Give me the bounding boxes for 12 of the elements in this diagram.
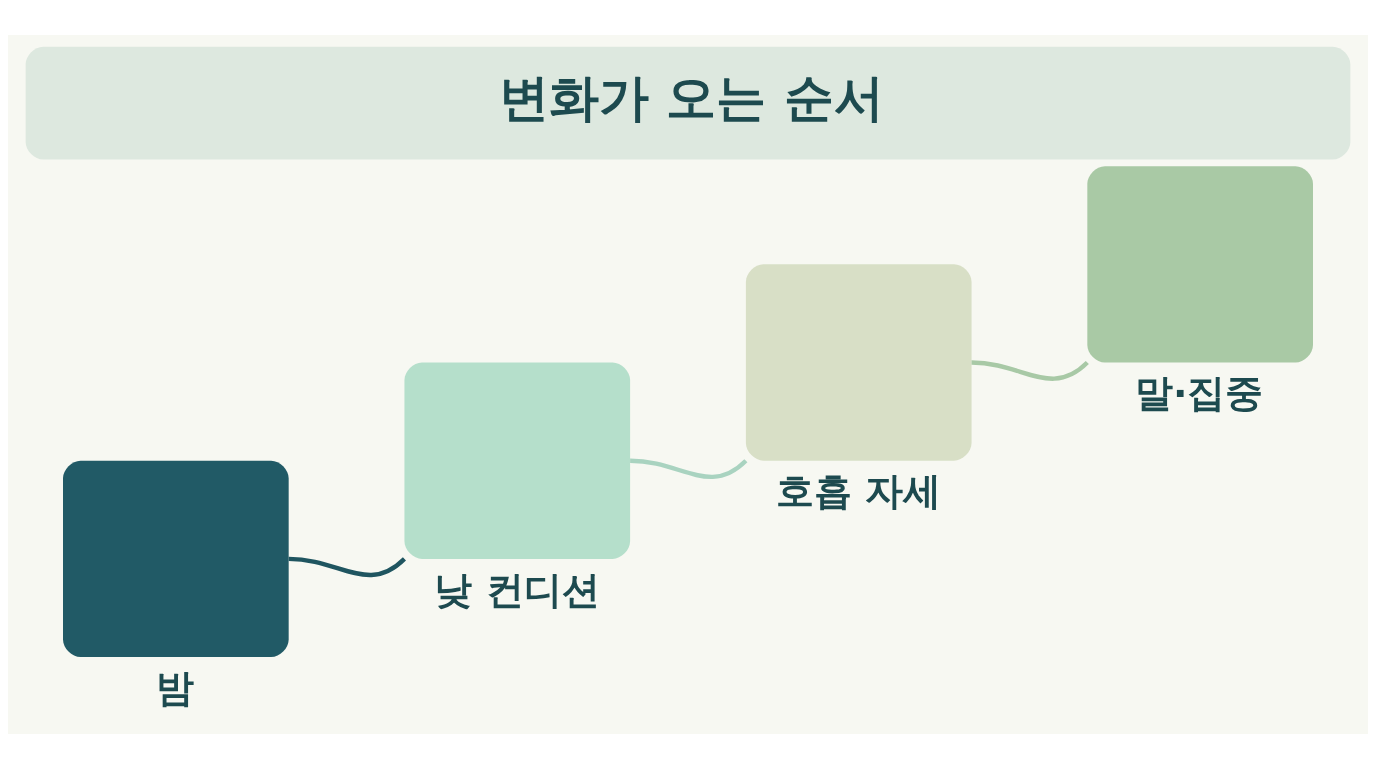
node-box <box>1087 165 1313 362</box>
node-box <box>63 460 289 657</box>
node-box <box>404 362 631 559</box>
diagram-title: 변화가 오는 순서 <box>498 68 884 127</box>
node-label: 밤 <box>156 665 195 710</box>
connector <box>971 359 1089 381</box>
node-label: 낮 컨디션 <box>434 567 600 612</box>
connector <box>630 458 748 479</box>
node-box <box>745 263 972 461</box>
node-label: 호흡 자세 <box>775 468 942 513</box>
connector <box>288 556 406 577</box>
node-label: 말·집중 <box>1134 370 1264 415</box>
